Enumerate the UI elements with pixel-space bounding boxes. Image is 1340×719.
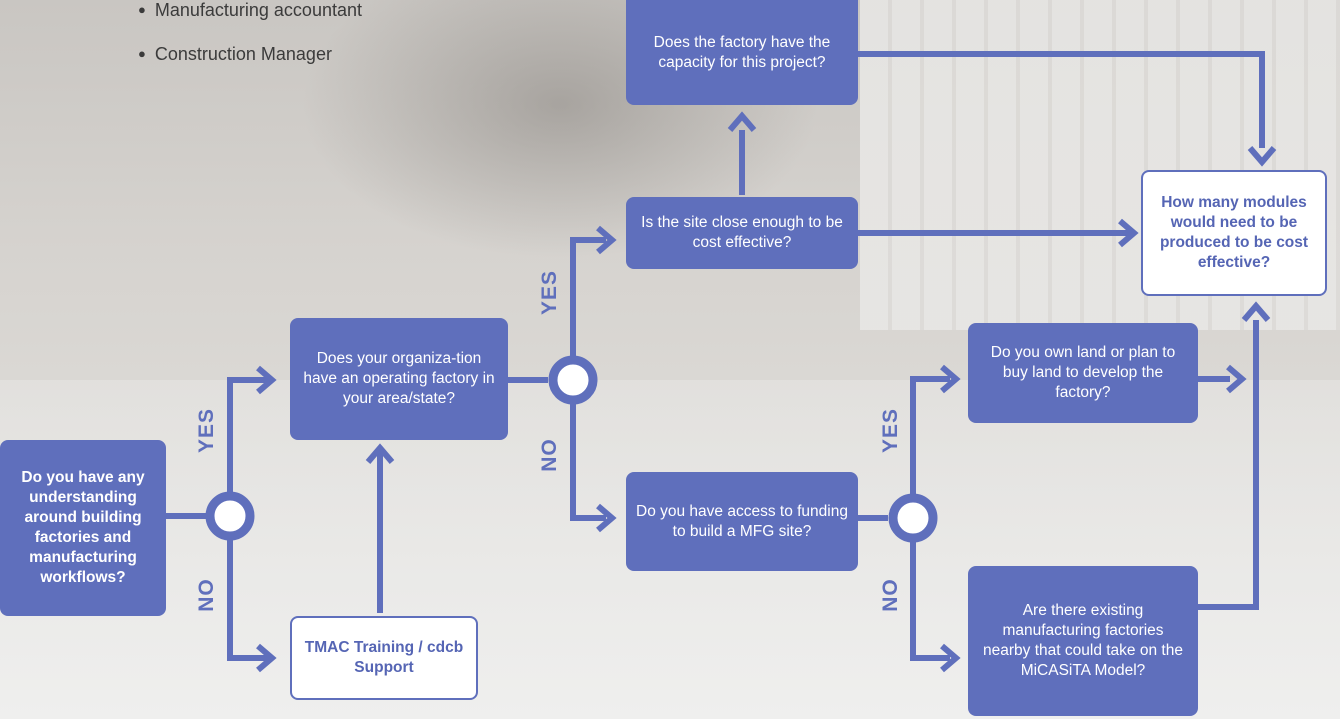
node-existing-factories: Are there existing manufacturing factori… (968, 566, 1198, 716)
node-factory-capacity: Does the factory have the capacity for t… (626, 0, 858, 105)
node-operating-factory: Does your organiza-tion have an operatin… (290, 318, 508, 440)
connector-j3-yes (910, 376, 950, 494)
node-tmac-support: TMAC Training / cdcb Support (290, 616, 478, 700)
arrowhead-land (940, 364, 961, 394)
arrowhead-modules-left (1118, 218, 1139, 248)
decision-junction-2 (548, 355, 598, 405)
arrowhead-factory-yes (256, 365, 277, 395)
label-yes-3: YES (879, 407, 902, 453)
role-item-construction: Construction Manager (138, 32, 362, 76)
role-item-accountant: Manufacturing accountant (138, 0, 362, 32)
connector-existing (1192, 320, 1259, 610)
label-no-1: NO (195, 578, 218, 612)
label-yes-1: YES (195, 407, 218, 453)
arrowhead-land-right (1226, 364, 1247, 394)
connector-j2-no (570, 402, 606, 521)
node-own-land: Do you own land or plan to buy land to d… (968, 323, 1198, 423)
arrowhead-capacity (727, 111, 757, 132)
arrowhead-modules-bottom (1241, 301, 1271, 322)
connector-j2-yes (570, 237, 606, 358)
connector-capacity (858, 51, 1265, 148)
node-funding: Do you have access to funding to build a… (626, 472, 858, 571)
label-yes-2: YES (538, 269, 561, 315)
connector-j3-no (910, 542, 950, 661)
node-site-close: Is the site close enough to be cost effe… (626, 197, 858, 269)
label-no-3: NO (879, 578, 902, 612)
decision-junction-3 (888, 493, 938, 543)
arrowhead-funding (596, 503, 617, 533)
connector-j1-yes (227, 377, 268, 494)
node-modules-cost: How many modules would need to be produc… (1141, 170, 1327, 296)
connector-j1-no (227, 538, 268, 661)
label-no-2: NO (538, 438, 561, 472)
role-list: Manufacturing accountant Construction Ma… (138, 0, 362, 76)
arrowhead-tmac (256, 643, 277, 673)
arrowhead-modules-top (1247, 146, 1277, 167)
arrowhead-site (596, 225, 617, 255)
arrowhead-tmac-up (365, 443, 395, 464)
decision-junction-1 (205, 491, 255, 541)
node-start: Do you have any understanding around bui… (0, 440, 166, 616)
arrowhead-existing (940, 643, 961, 673)
